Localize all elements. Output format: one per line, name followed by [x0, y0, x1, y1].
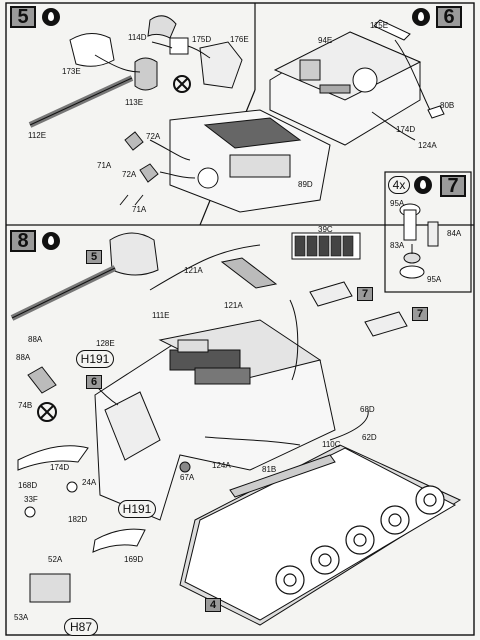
part-label: 173E: [62, 67, 81, 76]
part-label: 168D: [18, 481, 37, 490]
part-label: 113E: [125, 98, 143, 107]
glue-drop-icon: [42, 8, 60, 26]
step6-art: [269, 19, 445, 146]
part-label: 111E: [152, 311, 170, 320]
part-label: 71A: [97, 161, 112, 170]
glue-drop-icon: [42, 232, 60, 250]
part-label: 124A: [418, 141, 437, 150]
part-label: 115E: [370, 21, 388, 30]
color-callout-h191: H191: [118, 500, 156, 518]
part-label: 67A: [180, 473, 195, 482]
step-6-number: 6: [436, 6, 462, 28]
ref-step-7: 7: [412, 307, 428, 321]
step-7-number: 7: [440, 175, 466, 197]
part-label: 24A: [82, 478, 97, 487]
part-label: 72A: [146, 132, 161, 141]
part-label: 95A: [427, 275, 442, 284]
part-label: 114D: [128, 33, 147, 42]
step8-art: [10, 232, 462, 626]
ref-step-5: 5: [86, 250, 102, 264]
part-label: 128E: [96, 339, 115, 348]
page-frame: [5, 2, 475, 636]
part-label: 175D: [192, 35, 211, 44]
part-label: 88A: [16, 353, 31, 362]
glue-drop-icon: [412, 8, 430, 26]
part-label: 124A: [212, 461, 231, 470]
part-label: 89D: [298, 180, 313, 189]
part-label: 94E: [318, 36, 332, 45]
step-8-number: 8: [10, 230, 36, 252]
part-label: 68D: [360, 405, 375, 414]
part-label: 53A: [14, 613, 29, 622]
ref-step-7: 7: [357, 287, 373, 301]
part-label: 71A: [132, 205, 147, 214]
part-label: 74B: [18, 401, 32, 410]
part-label: 83A: [390, 241, 405, 250]
step5-art: [28, 15, 331, 213]
part-label: 88A: [28, 335, 43, 344]
part-label: 72A: [122, 170, 137, 179]
part-label: 110C: [322, 440, 341, 449]
part-label: 121A: [184, 266, 203, 275]
part-label: 174D: [396, 125, 415, 134]
step-7-multiplier: 4x: [388, 176, 410, 194]
part-label: 174D: [50, 463, 69, 472]
part-label: 112E: [28, 131, 46, 140]
part-label: 39C: [318, 225, 333, 234]
color-callout-h191: H191: [76, 350, 114, 368]
part-label: 62D: [362, 433, 377, 442]
part-label: 52A: [48, 555, 63, 564]
part-label: 80B: [440, 101, 454, 110]
step7-frame: [384, 171, 472, 293]
color-callout-h87: H87: [64, 618, 98, 636]
step7-art: [399, 203, 439, 279]
part-label: 81B: [262, 465, 276, 474]
part-label: 33F: [24, 495, 38, 504]
part-label: 169D: [124, 555, 143, 564]
glue-drop-icon: [414, 176, 432, 194]
ref-step-6: 6: [86, 375, 102, 389]
part-label: 182D: [68, 515, 87, 524]
part-label: 176E: [230, 35, 249, 44]
part-label: 84A: [447, 229, 462, 238]
part-label: 95A: [390, 199, 405, 208]
part-label: 121A: [224, 301, 243, 310]
step-5-number: 5: [10, 6, 36, 28]
ref-step-4: 4: [205, 598, 221, 612]
